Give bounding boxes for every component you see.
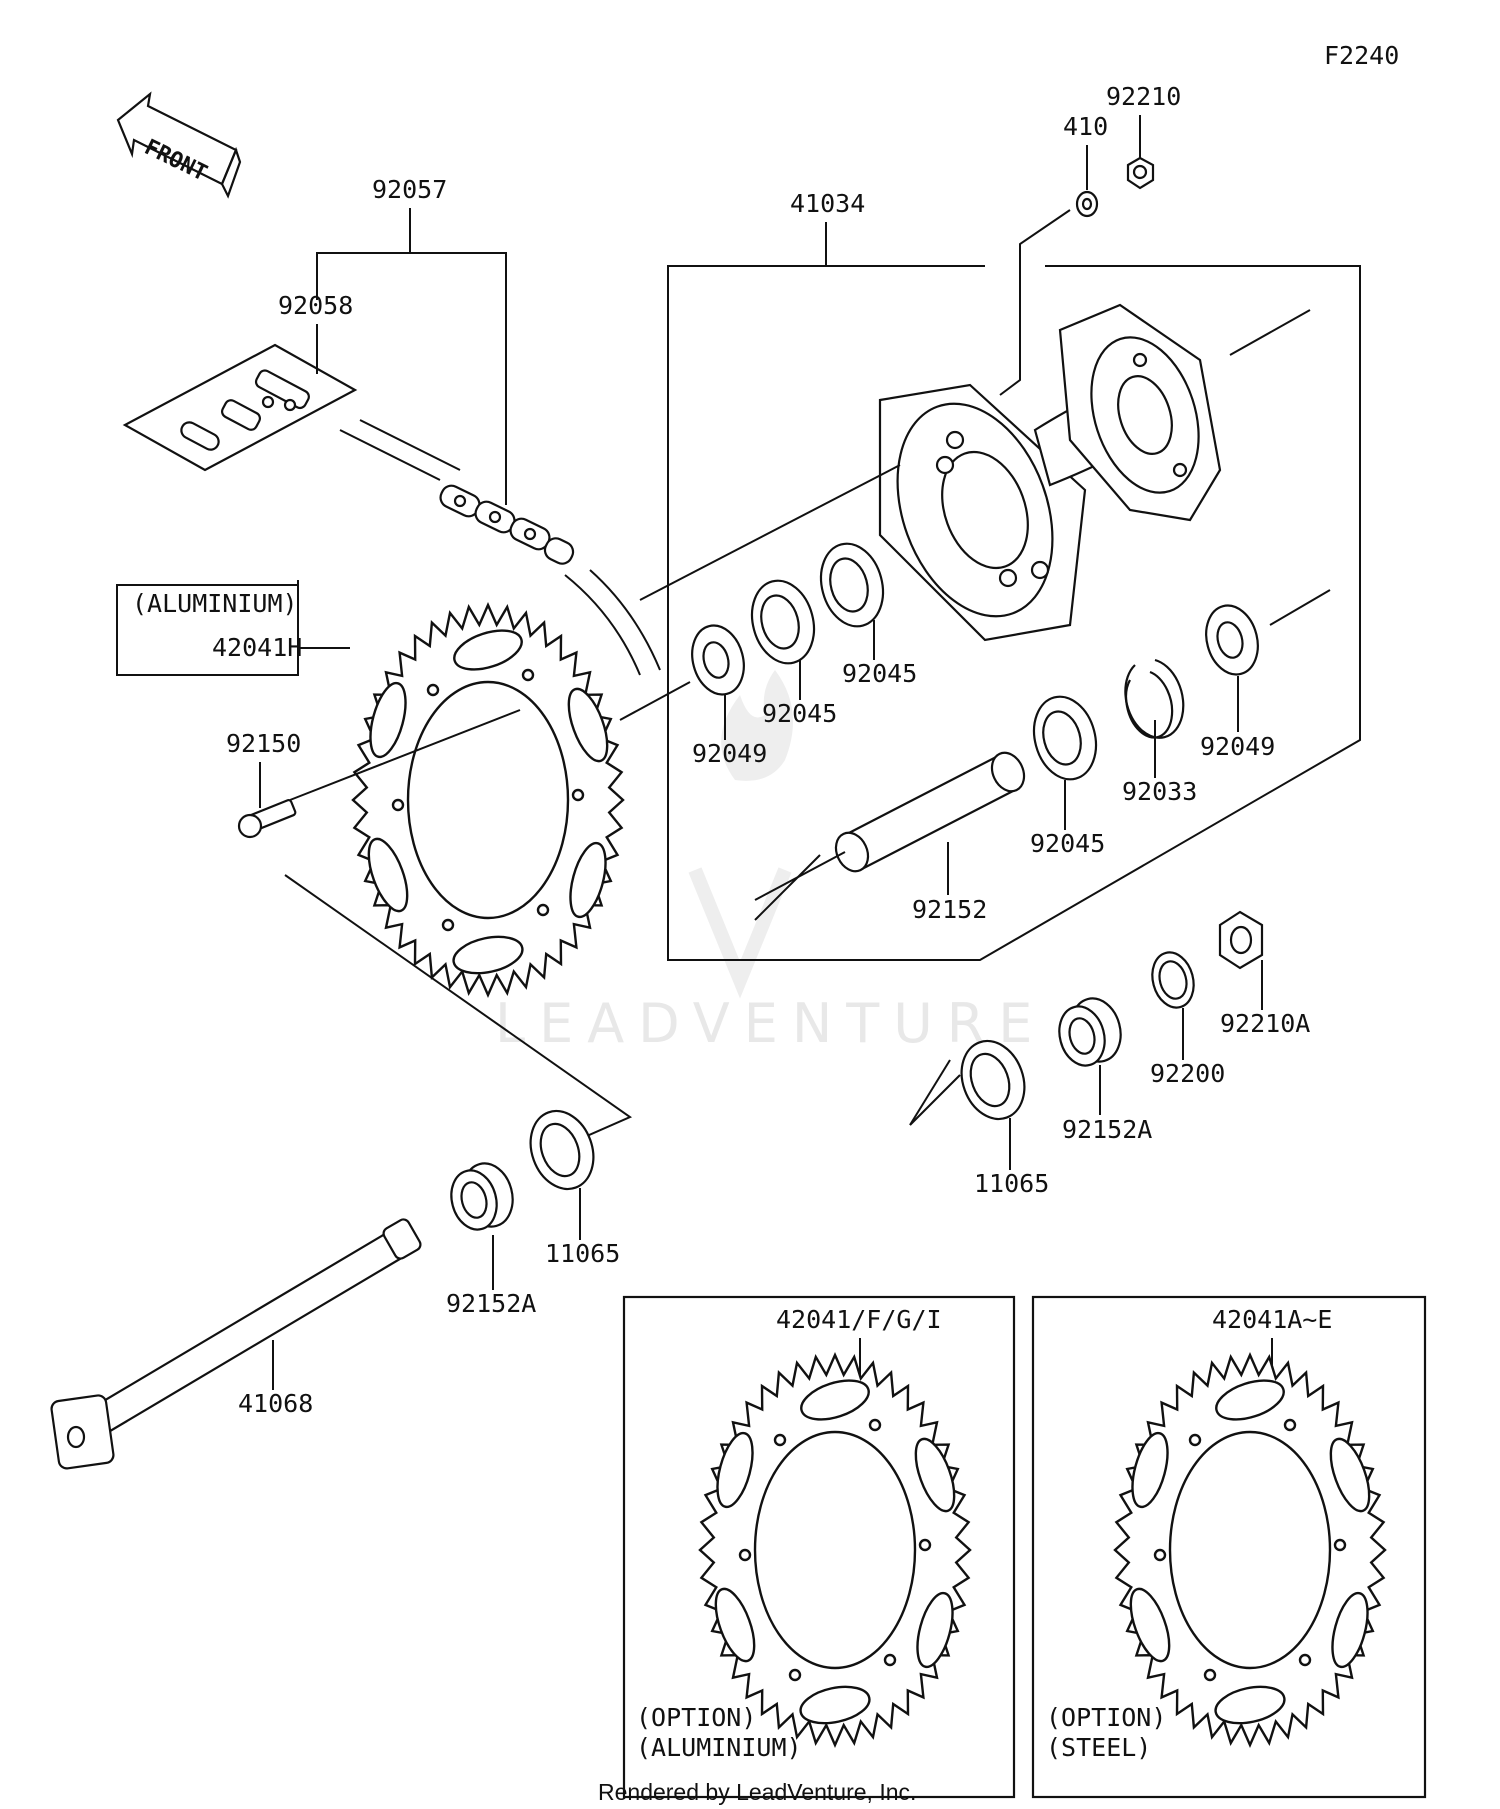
seal-11065-left: [529, 1109, 595, 1191]
leader-92057-right: [410, 252, 507, 505]
option-box-aluminium: 42041/F/G/I (OPTION) (ALUMINIUM): [622, 1295, 1016, 1799]
label-92210A: 92210A: [1220, 1009, 1310, 1038]
label-92049-right: 92049: [1200, 732, 1275, 761]
option-aluminium-note1: (OPTION): [636, 1703, 756, 1732]
label-41034: 41034: [790, 189, 865, 218]
leader-92057-left: [316, 208, 411, 300]
label-11065-left: 11065: [545, 1239, 620, 1268]
label-92045-c: 92045: [1030, 829, 1105, 858]
label-92033: 92033: [1122, 777, 1197, 806]
chain-link-kit: [122, 343, 358, 472]
bearing-92045-c: [1032, 695, 1098, 781]
washer-92200: [1151, 951, 1195, 1009]
axle-41068: [50, 1218, 422, 1470]
watermark-text: LEADVENTURE: [495, 992, 1046, 1055]
rear-hub: [878, 303, 1222, 642]
rear-sprocket-42041H: [351, 603, 625, 997]
label-92210: 92210: [1106, 82, 1181, 111]
option-steel-note1: (OPTION): [1046, 1703, 1166, 1732]
label-92150: 92150: [226, 729, 301, 758]
label-92200: 92200: [1150, 1059, 1225, 1088]
note-aluminium: (ALUMINIUM): [132, 589, 298, 618]
seal-11065-right: [909, 1039, 1026, 1126]
label-41068: 41068: [238, 1389, 313, 1418]
label-92049-left: 92049: [692, 739, 767, 768]
diagram-code: F2240: [1324, 41, 1399, 70]
label-92058: 92058: [278, 291, 353, 320]
option-box-steel: 42041A~E (OPTION) (STEEL): [1031, 1295, 1427, 1799]
axis-line-right: [1269, 589, 1331, 626]
label-42041H: 42041H: [212, 633, 302, 662]
watermark: LEADVENTURE: [495, 670, 1046, 1055]
label-92152A-right: 92152A: [1062, 1115, 1152, 1144]
seal-92049-right: [1205, 604, 1259, 676]
leader-410-stud: [999, 209, 1071, 396]
hub-assembly-bracket: [667, 265, 1361, 961]
collar-92152A-right: [1058, 997, 1122, 1067]
circlip-92033: [1124, 658, 1185, 739]
axis-line-upper: [639, 464, 901, 601]
option-steel-part: 42041A~E: [1212, 1305, 1332, 1334]
drive-chain: [339, 419, 661, 676]
seal-92049-left: [691, 624, 745, 696]
label-92152: 92152: [912, 895, 987, 924]
label-92057: 92057: [372, 175, 447, 204]
option-steel-note2: (STEEL): [1046, 1733, 1151, 1762]
axis-line-mid: [619, 681, 691, 721]
label-92045-b: 92045: [842, 659, 917, 688]
nut-92210A: [1218, 910, 1264, 970]
bearing-92045-a: [750, 579, 816, 665]
spacer-92152: [754, 751, 1026, 921]
label-92045-a: 92045: [762, 699, 837, 728]
bearing-92045-b: [819, 542, 885, 628]
axis-line-upper-right: [1229, 309, 1311, 356]
footer-credit: Rendered by LeadVenture, Inc.: [598, 1779, 916, 1805]
option-aluminium-note2: (ALUMINIUM): [636, 1733, 802, 1762]
washer-410: [1075, 190, 1099, 218]
label-11065-right: 11065: [974, 1169, 1049, 1198]
label-92152A-left: 92152A: [446, 1289, 536, 1318]
label-410: 410: [1063, 112, 1108, 141]
front-direction-arrow: FRONT: [116, 91, 242, 199]
option-aluminium-part: 42041/F/G/I: [776, 1305, 942, 1334]
collar-92152A-left: [450, 1162, 514, 1231]
nut-92210: [1126, 156, 1155, 190]
aluminium-note-box: (ALUMINIUM) 42041H: [116, 580, 350, 676]
bolt-92150: [237, 709, 521, 839]
